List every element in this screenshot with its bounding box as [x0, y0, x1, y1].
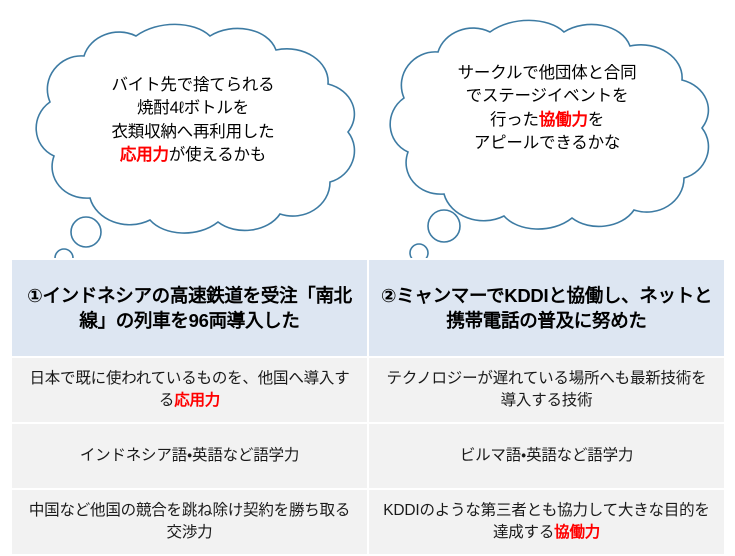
text-segment: ②ミャンマーでKDDIと協働し、 — [380, 284, 640, 306]
text-segment: ビルマ語・英語など語学力 — [459, 447, 634, 465]
text-segment: ①インドネシアの高速鉄道を受注 — [27, 284, 298, 306]
text-line: テクノロジーが遅れている場所へも — [386, 370, 631, 388]
text-line: 応用力が使えるかも — [18, 144, 368, 167]
text-line: サークルで他団体と合同 — [372, 62, 722, 85]
highlighted-keyword: 応用力 — [119, 146, 169, 165]
table-cell-r3c1: 中国など他国の競合を跳ね除け契約を勝ち取る交渉力 — [10, 488, 369, 556]
text-line: 大きな目的を達成する協働力 — [493, 502, 710, 541]
table-cell-r3c2: KDDIのような第三者とも協力して大きな目的を達成する協働力 — [367, 488, 726, 556]
text-segment: 衣類収納へ再利用した — [111, 122, 275, 141]
left-thought-bubble-shape — [35, 23, 356, 263]
text-line: バイト先で捨てられる — [18, 74, 368, 97]
text-segment: ネットと携帯電話の普及に努めた — [446, 284, 713, 331]
text-segment: 日本で既に使われているものを、 — [29, 370, 258, 388]
text-segment: が使えるかも — [168, 146, 267, 165]
table-header-cell-1: ①インドネシアの高速鉄道を受注「南北線」の列車を96両導入した — [10, 258, 369, 358]
text-line: 契約を勝ち取る交渉力 — [167, 502, 351, 541]
text-segment: 「南北線」の列車を96両導入した — [79, 284, 352, 331]
text-segment: 最新技術を導入する技術 — [500, 370, 707, 409]
left-thought-bubble: バイト先で捨てられる焼酎4ℓボトルを衣類収納へ再利用した応用力が使えるかも — [18, 18, 368, 263]
text-segment: サークルで他団体と合同 — [457, 64, 637, 82]
table-row: インドネシア語・英語など語学力 ビルマ語・英語など語学力 — [10, 422, 726, 490]
right-thought-bubble: サークルで他団体と合同でステージイベントを行った協働力をアピールできるかな — [372, 14, 722, 259]
text-segment: でステージイベントを — [465, 87, 629, 106]
text-segment: バイト先で捨てられる — [111, 76, 275, 94]
text-line: 行った協働力を — [372, 109, 722, 132]
text-line: インドネシア語・英語など語学力 — [80, 447, 299, 464]
text-line: 衣類収納へ再利用した — [18, 121, 368, 144]
table-cell-r2c1: インドネシア語・英語など語学力 — [10, 422, 369, 490]
text-segment: テクノロジーが遅れている場所へも — [386, 370, 631, 388]
highlighted-keyword: 応用力 — [174, 392, 221, 409]
table-cell-r1c1: 日本で既に使われているものを、他国へ導入する応用力 — [10, 356, 369, 424]
highlighted-keyword: 協働力 — [554, 524, 601, 541]
table-row: 日本で既に使われているものを、他国へ導入する応用力 テクノロジーが遅れている場所… — [10, 356, 726, 424]
text-line: ②ミャンマーでKDDIと協働し、 — [380, 284, 640, 306]
text-segment: 中国など他国の競合を跳ね除け — [28, 502, 244, 520]
text-line: 日本で既に使われているものを、 — [29, 370, 257, 387]
text-segment: 大きな目的を達成する — [492, 502, 710, 541]
table-header-cell-2: ②ミャンマーでKDDIと協働し、ネットと携帯電話の普及に努めた — [367, 258, 726, 358]
text-segment: 行った — [489, 110, 539, 129]
text-line: 焼酎4ℓボトルを — [18, 97, 368, 120]
table-cell-r2c2: ビルマ語・英語など語学力 — [367, 422, 726, 490]
text-segment: 他国へ導入する — [158, 370, 350, 409]
text-line: ビルマ語・英語など語学力 — [459, 447, 634, 465]
text-segment: を — [587, 110, 605, 129]
right-thought-bubble-shape — [389, 19, 710, 259]
text-segment: KDDIのような第三者とも協力して — [383, 502, 618, 520]
right-thought-bubble-text: サークルで他団体と合同でステージイベントを行った協働力をアピールできるかな — [372, 62, 722, 156]
text-line: アピールできるかな — [372, 132, 722, 155]
skills-comparison-table: ①インドネシアの高速鉄道を受注「南北線」の列車を96両導入した ②ミャンマーでK… — [10, 258, 726, 556]
table-cell-r1c2: テクノロジーが遅れている場所へも最新技術を導入する技術 — [367, 356, 726, 424]
highlighted-keyword: 協働力 — [538, 110, 588, 129]
text-line: 中国など他国の競合を跳ね除け — [29, 502, 243, 519]
text-line: 「南北線」の列車を96両導入した — [79, 284, 352, 331]
text-line: ①インドネシアの高速鉄道を受注 — [27, 285, 297, 306]
text-line: でステージイベントを — [372, 85, 722, 108]
left-thought-bubble-text: バイト先で捨てられる焼酎4ℓボトルを衣類収納へ再利用した応用力が使えるかも — [18, 74, 368, 168]
table-row: 中国など他国の競合を跳ね除け契約を勝ち取る交渉力 KDDIのような第三者とも協力… — [10, 488, 726, 556]
text-segment: アピールできるかな — [473, 134, 621, 153]
text-segment: インドネシア語・英語など語学力 — [79, 447, 300, 465]
text-line: 他国へ導入する応用力 — [159, 370, 350, 409]
text-line: ネットと携帯電話の普及に努めた — [446, 285, 712, 331]
table-header-row: ①インドネシアの高速鉄道を受注「南北線」の列車を96両導入した ②ミャンマーでK… — [10, 258, 726, 358]
text-segment: 焼酎4ℓボトルを — [137, 99, 249, 118]
text-line: KDDIのような第三者とも協力して — [383, 502, 618, 519]
text-segment: 契約を勝ち取る交渉力 — [166, 502, 351, 541]
text-line: 最新技術を導入する技術 — [501, 370, 707, 409]
